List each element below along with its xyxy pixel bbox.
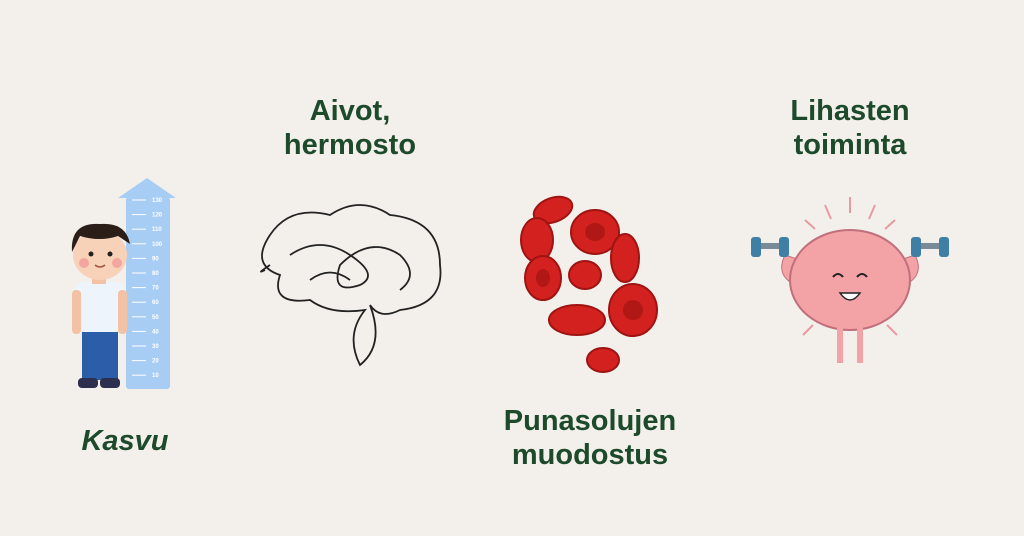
ruler-tick-label: 30	[152, 344, 159, 350]
label-growth: Kasvu	[81, 425, 169, 457]
ruler-tick-label: 70	[152, 286, 159, 292]
dumbbell-right-icon	[911, 237, 949, 257]
label-muscles-line1: Lihasten	[790, 95, 910, 127]
ruler-tick-label: 60	[152, 300, 159, 306]
label-muscles: Lihasten toiminta	[750, 94, 950, 162]
growth-illustration: 130 120 110 100 90 80 70 60 50 40 30 20 10	[71, 178, 176, 389]
muscle-brain-illustration	[751, 197, 949, 363]
label-blood-line1: Punasolujen	[503, 405, 677, 437]
label-brain-line1: Aivot,	[309, 95, 391, 127]
label-brain: Aivot, hermosto	[250, 94, 450, 162]
dumbbell-left-icon	[751, 237, 789, 257]
ruler-tick-label: 120	[152, 213, 163, 219]
ruler-tick-label: 130	[152, 198, 163, 204]
label-blood-line2: muodostus	[511, 439, 669, 471]
label-brain-line2: hermosto	[283, 129, 417, 161]
ruler-tick-label: 40	[152, 329, 159, 335]
ruler-tick-label: 50	[152, 315, 159, 321]
ruler-tick-label: 20	[152, 359, 159, 365]
ruler-tick-label: 90	[152, 256, 159, 262]
brain-line-illustration	[260, 204, 442, 367]
height-ruler: 130 120 110 100 90 80 70 60 50 40 30 20 10	[118, 178, 176, 389]
ruler-tick-label: 10	[152, 373, 159, 379]
label-blood: Punasolujen muodostus	[480, 404, 700, 472]
ruler-tick-label: 100	[152, 242, 163, 248]
ruler-tick-label: 80	[152, 271, 159, 277]
boy-figure	[71, 223, 130, 388]
ruler-tick-label: 110	[152, 227, 162, 233]
label-muscles-line2: toiminta	[793, 129, 907, 161]
red-blood-cells-illustration	[520, 195, 658, 373]
